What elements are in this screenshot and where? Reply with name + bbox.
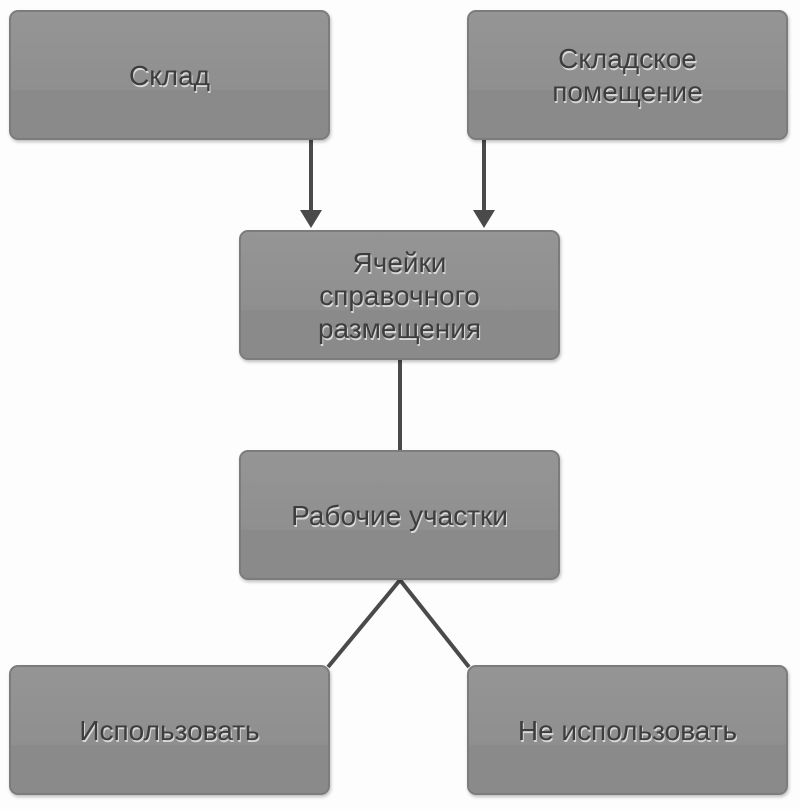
node-label: Складское помещение	[552, 43, 703, 107]
line-rabochie-to-ispolzovat	[326, 578, 402, 669]
node-ne-ispolzovat[interactable]: Не использовать	[467, 665, 788, 795]
line-rabochie-to-ne-ispolzovat	[398, 578, 471, 669]
node-rabochie-uchastki[interactable]: Рабочие участки	[239, 450, 560, 580]
node-skladskoe-pomeshchenie[interactable]: Складское помещение	[467, 10, 788, 140]
node-sklad[interactable]: Склад	[9, 10, 330, 140]
node-yacheiki[interactable]: Ячейки справочного размещения	[239, 230, 560, 360]
node-label: Рабочие участки	[291, 499, 508, 531]
node-label: Склад	[128, 59, 211, 91]
node-label: Ячейки справочного размещения	[317, 246, 482, 344]
arrowhead-icon	[473, 210, 495, 228]
node-label: Использовать	[79, 714, 260, 746]
node-ispolzovat[interactable]: Использовать	[9, 665, 330, 795]
arrowhead-icon	[300, 210, 322, 228]
node-label: Не использовать	[517, 714, 738, 746]
